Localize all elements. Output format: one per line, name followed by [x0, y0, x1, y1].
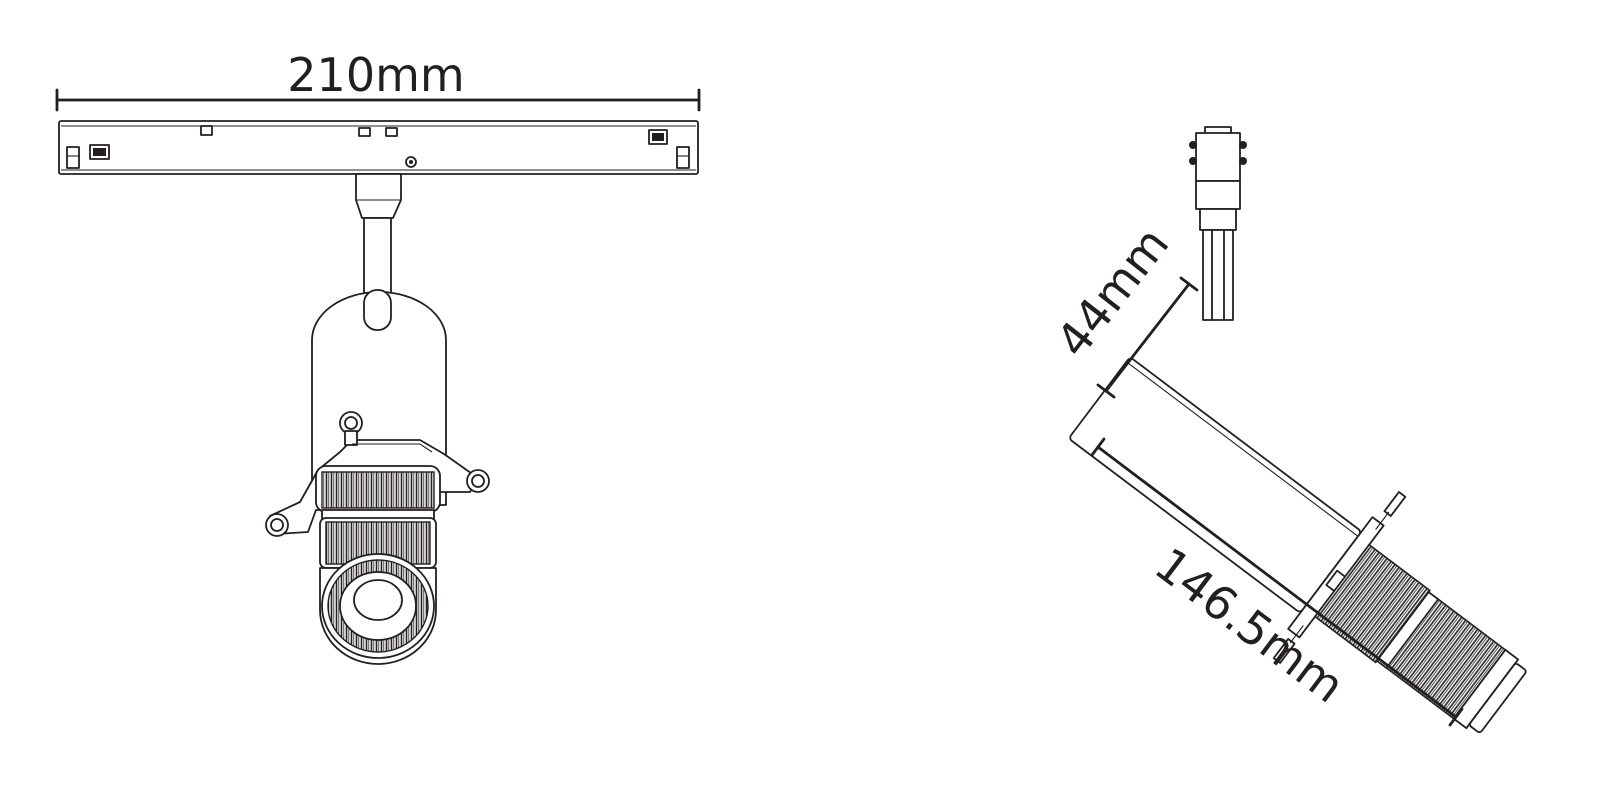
front-view: 210mm: [55, 48, 701, 665]
side-lamp: [1069, 357, 1527, 734]
end-clip-right: [676, 146, 690, 169]
side-view: 44mm 146.5mm: [1046, 126, 1527, 734]
width-dimension-label: 210mm: [287, 48, 464, 102]
side-adapter: [1189, 126, 1247, 321]
end-clip-left: [66, 146, 80, 169]
diameter-dimension-line: [1104, 282, 1191, 393]
length-dimension-line: [1096, 445, 1458, 719]
lens-barrel: [315, 465, 441, 665]
diameter-dimension: 44mm: [1046, 217, 1199, 399]
diameter-dimension-label: 44mm: [1046, 217, 1180, 367]
width-dimension: 210mm: [55, 48, 701, 112]
lens-icon: [353, 579, 403, 621]
track-adapter: [58, 120, 699, 175]
